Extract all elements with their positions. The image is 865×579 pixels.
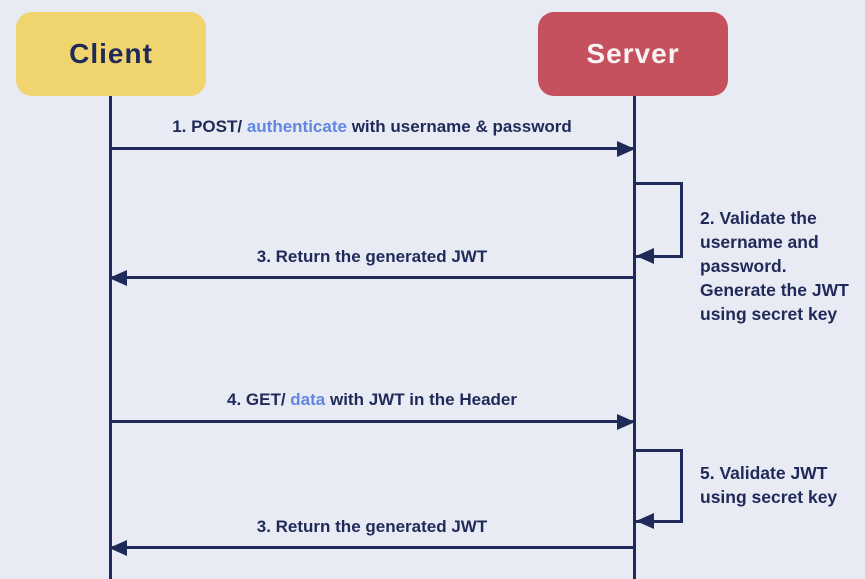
actor-server-box: Server xyxy=(538,12,728,96)
message-1-label-part: with username & password xyxy=(346,117,572,136)
message-4-label: 4. GET/ data with JWT in the Header xyxy=(110,390,634,410)
message-4-arrow xyxy=(111,413,635,430)
message-6-label-part: 3. Return the generated JWT xyxy=(256,517,488,536)
message-4-label-part: 4. GET/ xyxy=(226,390,291,409)
message-1-label: 1. POST/ authenticate with username & pa… xyxy=(110,117,634,137)
server-lifeline xyxy=(633,96,636,579)
note-validate-credentials: 2. Validate the username and password. G… xyxy=(700,208,849,324)
message-4-endpoint-accent: data xyxy=(290,390,326,409)
message-4-label-part: with JWT in the Header xyxy=(325,390,517,409)
client-lifeline xyxy=(109,96,112,579)
message-3-label-part: 3. Return the generated JWT xyxy=(256,247,488,266)
message-3-arrowhead-icon xyxy=(109,269,127,286)
server-self-loop-1 xyxy=(634,182,683,258)
message-6-label: 3. Return the generated JWT xyxy=(110,517,634,537)
actor-client-box: Client xyxy=(16,12,206,96)
message-1-endpoint-accent: authenticate xyxy=(246,117,347,136)
server-self-loop-2-arrowhead-icon xyxy=(636,513,654,529)
actor-client-label: Client xyxy=(69,38,153,69)
message-6-arrowhead-icon xyxy=(109,539,127,556)
message-3-label: 3. Return the generated JWT xyxy=(110,247,634,267)
message-6-arrow xyxy=(109,539,633,556)
message-3-arrow xyxy=(109,269,633,286)
message-1-arrowhead-icon xyxy=(617,140,635,157)
server-self-loop-2 xyxy=(634,449,683,523)
message-1-label-part: 1. POST/ xyxy=(172,117,247,136)
actor-server-label: Server xyxy=(586,38,680,69)
message-4-arrowhead-icon xyxy=(617,413,635,430)
note-validate-jwt: 5. Validate JWT using secret key xyxy=(700,463,838,507)
message-1-arrow xyxy=(111,140,635,157)
server-self-loop-1-arrowhead-icon xyxy=(636,248,654,264)
